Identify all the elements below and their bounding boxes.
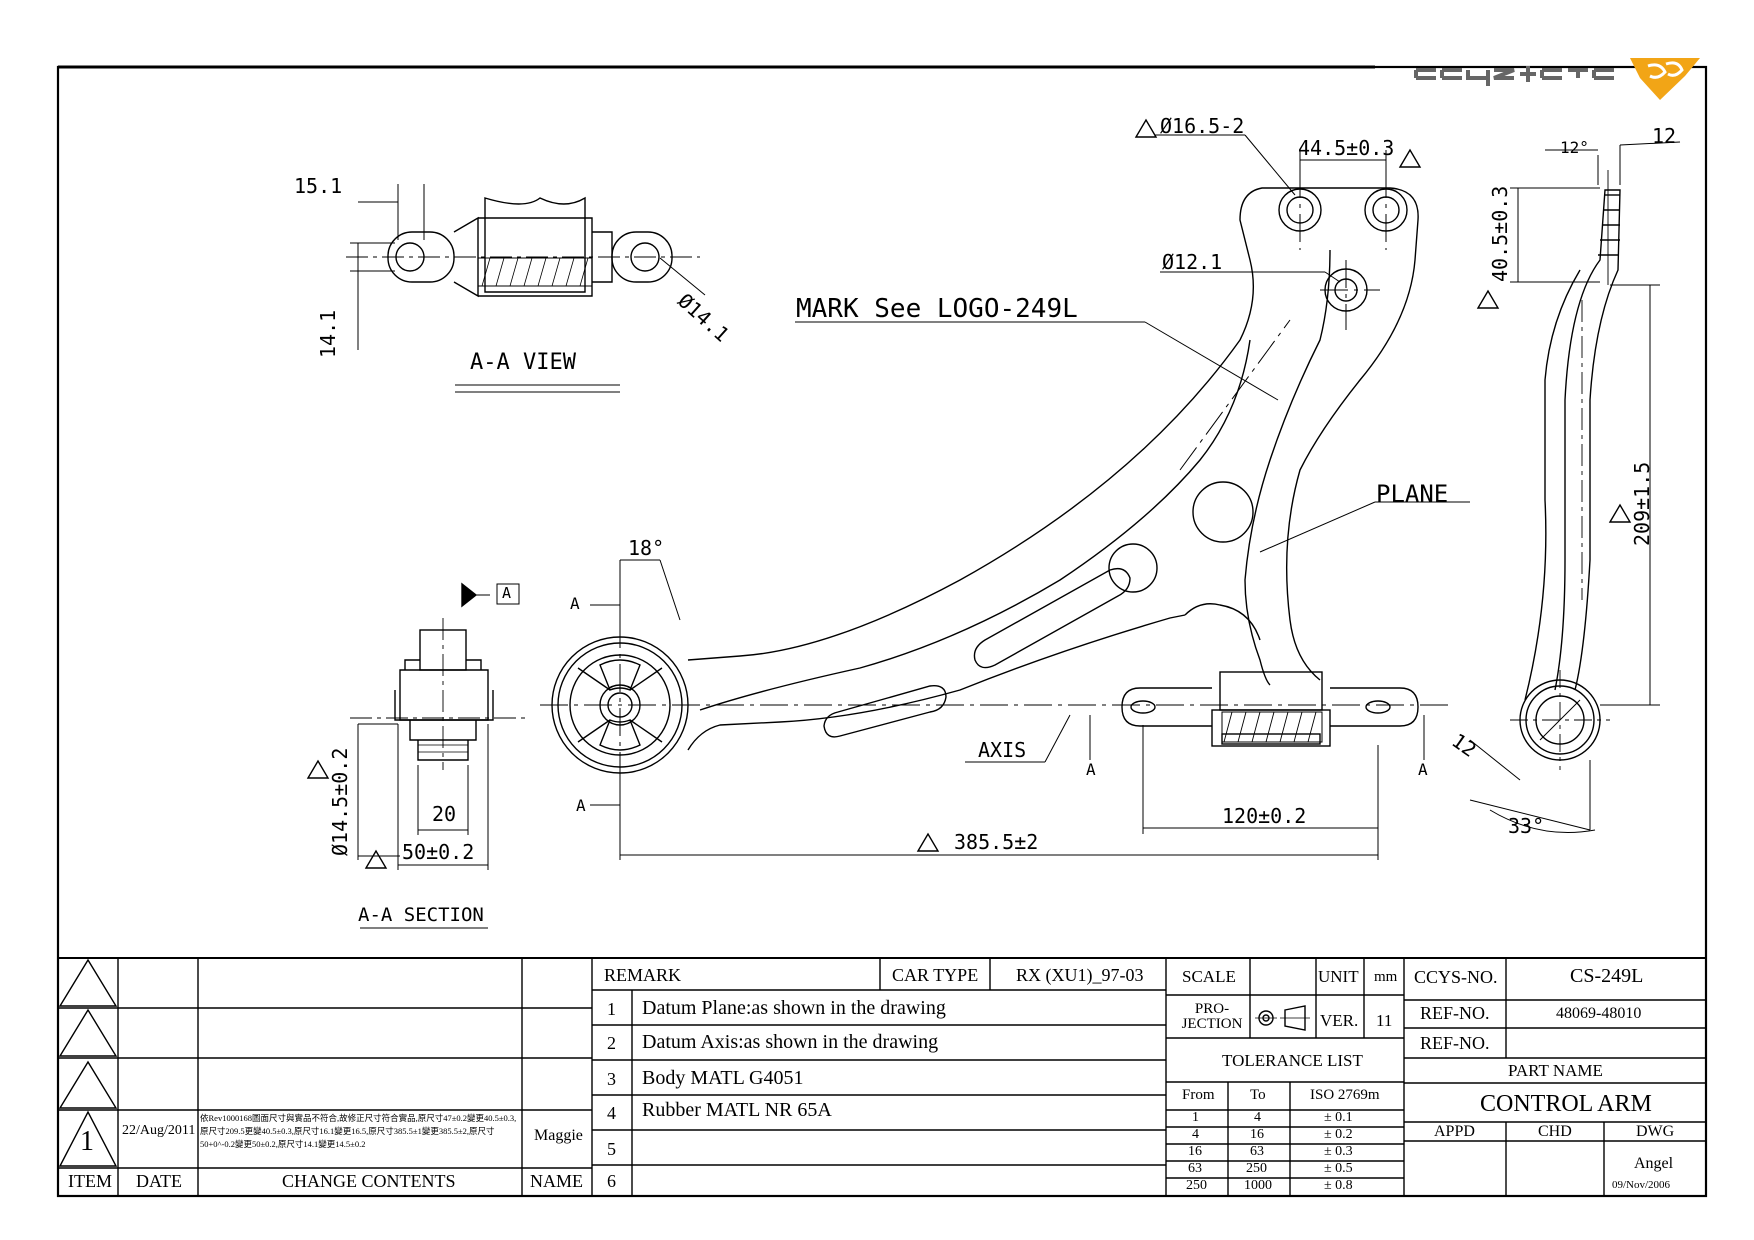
projection-label: PRO- JECTION: [1181, 1001, 1243, 1032]
tol-from: 250: [1186, 1178, 1207, 1193]
remark-no: 2: [607, 1033, 616, 1053]
tol-value: ± 0.8: [1324, 1178, 1353, 1193]
mark-note: MARK See LOGO-249L: [796, 294, 1078, 324]
tol-value: ± 0.5: [1324, 1161, 1353, 1176]
plane-label: PLANE: [1376, 480, 1449, 508]
header-change-contents: CHANGE CONTENTS: [282, 1171, 456, 1191]
remark-no: 6: [607, 1171, 616, 1191]
remark-no: 1: [607, 999, 616, 1019]
section-marker-a: A: [576, 796, 586, 815]
ccys-no-value: CS-249L: [1570, 965, 1644, 987]
tol-from: 4: [1192, 1127, 1199, 1142]
aa-section-20-dim: 20: [432, 802, 457, 826]
tol-to: 1000: [1244, 1178, 1272, 1193]
revision-date: 22/Aug/2011: [122, 1123, 196, 1138]
header-name: NAME: [530, 1171, 583, 1191]
tol-value: ± 0.2: [1324, 1127, 1353, 1142]
warning-icon: [306, 118, 1632, 869]
remark-text: Rubber MATL NR 65A: [642, 1099, 832, 1121]
tolerance-title: TOLERANCE LIST: [1222, 1051, 1363, 1070]
tol-header-from: From: [1182, 1087, 1215, 1103]
remark-no: 4: [607, 1103, 616, 1123]
drawn-date: 09/Nov/2006: [1612, 1179, 1671, 1191]
aa-section: [350, 582, 530, 929]
part-name-label: PART NAME: [1508, 1061, 1603, 1080]
side-view: [1469, 141, 1681, 833]
section-marker-a: A: [1418, 760, 1428, 779]
aa-view-title: A-A VIEW: [470, 350, 576, 375]
remark-no: 5: [607, 1139, 616, 1159]
drawing-frame: [56, 65, 1708, 1198]
ref-no-label-2: REF-NO.: [1420, 1033, 1490, 1053]
hole2-dim: Ø12.1: [1162, 250, 1223, 274]
unit-label: UNIT: [1318, 967, 1359, 986]
tol-to: 4: [1254, 1110, 1261, 1125]
unit-value: mm: [1374, 969, 1398, 985]
chd-label: CHD: [1538, 1123, 1572, 1140]
dim-120: 120±0.2: [1222, 804, 1307, 828]
section-marker-a: A: [1086, 760, 1096, 779]
remark-no: 3: [607, 1069, 616, 1089]
tol-to: 250: [1246, 1161, 1267, 1176]
car-type-label: CAR TYPE: [892, 965, 979, 985]
tol-header-to: To: [1250, 1087, 1266, 1103]
aa-section-dia-dim: Ø14.5±0.2: [328, 747, 352, 856]
side-angle-top: 12°: [1560, 138, 1589, 157]
remark-header: REMARK: [604, 965, 682, 985]
ver-value: 11: [1376, 1011, 1393, 1030]
aa-view: [346, 184, 706, 393]
tol-value: ± 0.3: [1324, 1144, 1353, 1159]
side-dim-209: 209±1.5: [1630, 461, 1654, 546]
aa-section-50-dim: 50±0.2: [402, 840, 475, 864]
tol-to: 63: [1250, 1144, 1264, 1159]
ref-no-value: 48069-48010: [1556, 1005, 1642, 1022]
appd-label: APPD: [1434, 1123, 1475, 1140]
part-name: CONTROL ARM: [1480, 1091, 1652, 1117]
title-block-grid: [58, 958, 1706, 1196]
remark-text: Body MATL G4051: [642, 1067, 804, 1089]
revision-contents: 依Rev1000168圖面尺寸與實品不符合,故修正尺寸符合實品,原尺寸47±0.…: [200, 1113, 517, 1149]
aa-section-title: A-A SECTION: [358, 904, 484, 926]
side-dim-12-top: 12: [1652, 124, 1677, 148]
ref-no-label: REF-NO.: [1420, 1003, 1490, 1023]
dwg-label: DWG: [1636, 1123, 1675, 1140]
section-marker-a: A: [570, 594, 580, 613]
tol-header-iso: ISO 2769m: [1310, 1087, 1380, 1103]
remark-text: Datum Axis:as shown in the drawing: [642, 1031, 939, 1053]
company-logo: [1410, 48, 1700, 108]
side-angle-bot: 33°: [1508, 814, 1545, 838]
tol-from: 1: [1192, 1110, 1199, 1125]
aa-view-height-dim: 14.1: [316, 309, 340, 358]
header-date: DATE: [136, 1171, 182, 1191]
tol-from: 16: [1188, 1144, 1202, 1159]
header-item: ITEM: [68, 1171, 112, 1191]
axis-label: AXIS: [978, 738, 1027, 762]
ccys-no-label: CCYS-NO.: [1414, 967, 1498, 987]
angle-18-label: 18°: [628, 536, 665, 560]
aa-view-width-dim: 15.1: [294, 174, 343, 198]
side-dim-40: 40.5±0.3: [1488, 185, 1512, 282]
aa-section-datum: A: [502, 584, 512, 602]
tol-to: 16: [1250, 1127, 1264, 1142]
ver-label: VER.: [1320, 1011, 1359, 1030]
tol-from: 63: [1188, 1161, 1202, 1176]
hole1-dim: Ø16.5-2: [1160, 114, 1245, 138]
dim-385: 385.5±2: [954, 830, 1039, 854]
revision-name: Maggie: [534, 1127, 583, 1144]
drawn-by: Angel: [1634, 1155, 1674, 1172]
tol-value: ± 0.1: [1324, 1110, 1353, 1125]
car-type-value: RX (XU1)_97-03: [1016, 965, 1144, 985]
revision-item: 1: [80, 1126, 94, 1157]
scale-label: SCALE: [1182, 967, 1236, 986]
remark-text: Datum Plane:as shown in the drawing: [642, 997, 946, 1019]
hole-spacing-dim: 44.5±0.3: [1298, 136, 1395, 160]
